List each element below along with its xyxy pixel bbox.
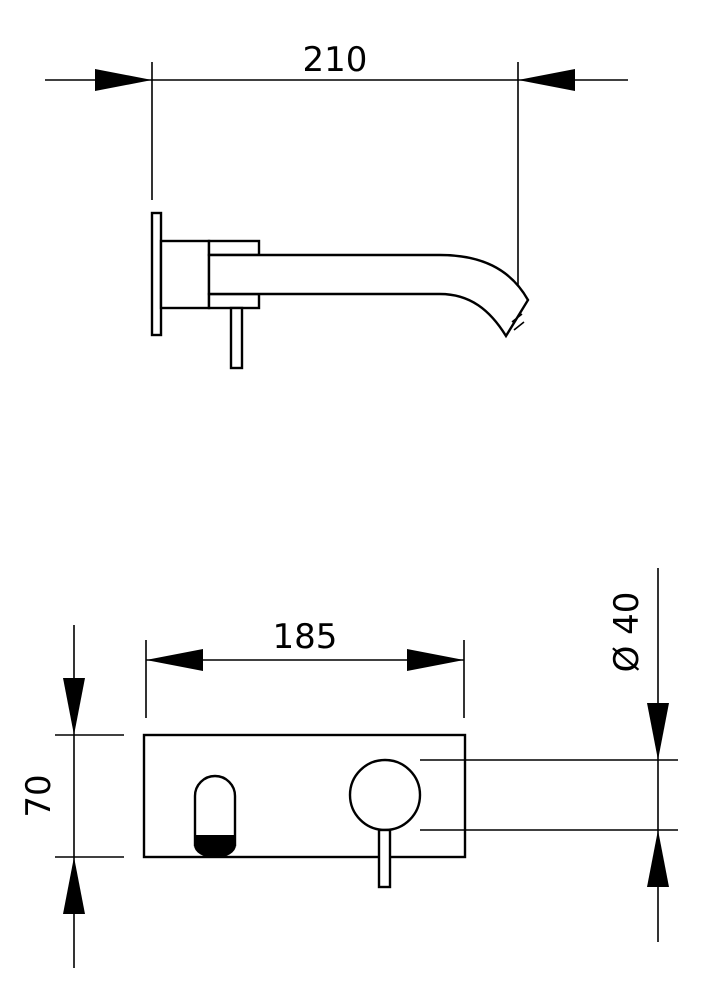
arrow-top-40 [647, 703, 669, 760]
wall-plate [150, 211, 163, 337]
side-view: 210 [45, 40, 628, 370]
body-cap-bottom [207, 292, 261, 310]
spout-outlet-front [193, 774, 237, 847]
arrow-left-210 [95, 69, 152, 91]
body-cap-top [207, 239, 261, 257]
handle-lever-front [377, 828, 392, 889]
dimension-label-210: 210 [303, 40, 368, 80]
spout-opening [194, 835, 236, 858]
handle-lever-side [229, 306, 244, 370]
arrow-right-210 [518, 69, 575, 91]
arrow-left-185 [146, 649, 203, 671]
dimension-label-70: 70 [19, 774, 59, 817]
dimension-label-185: 185 [273, 617, 338, 657]
dimension-label-diameter-40: Ø 40 [607, 592, 647, 673]
arrow-top-70 [63, 678, 85, 735]
front-view: 185 70 Ø 40 [19, 568, 678, 968]
arrow-bottom-70 [63, 857, 85, 914]
arrow-bottom-40 [647, 830, 669, 887]
valve-body [159, 239, 211, 310]
handle-rosette [348, 758, 422, 832]
spout-outlet [505, 299, 529, 337]
arrow-right-185 [407, 649, 464, 671]
